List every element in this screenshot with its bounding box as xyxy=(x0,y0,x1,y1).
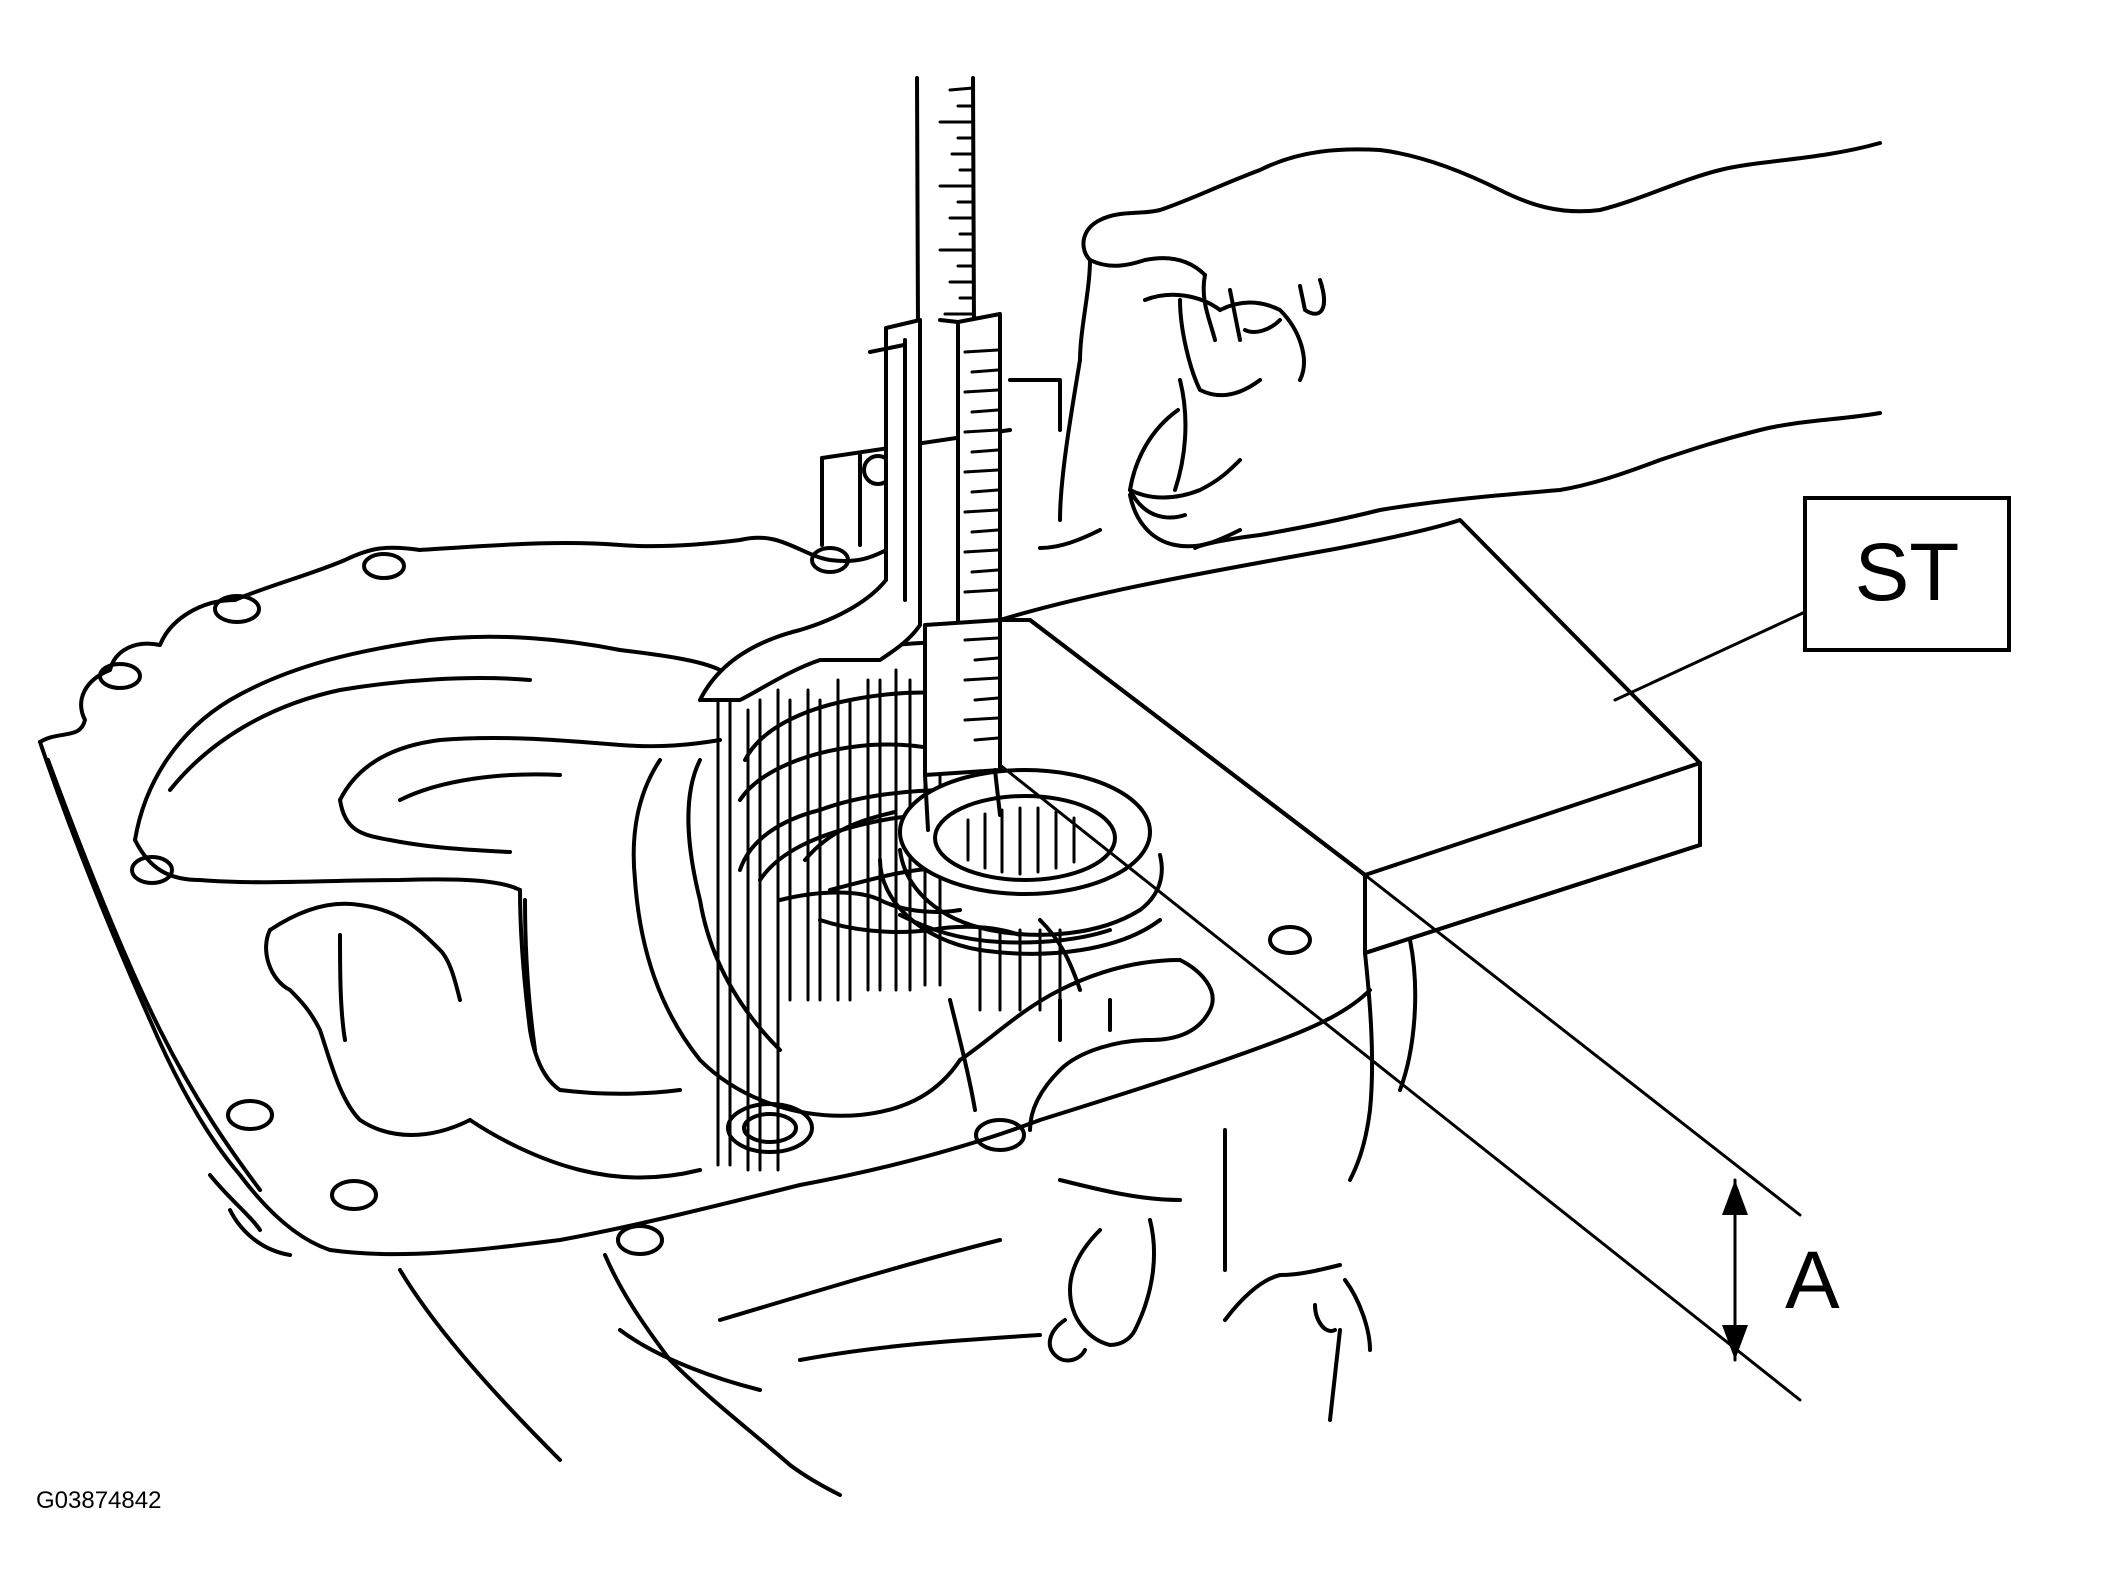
bolt-hole xyxy=(98,662,142,690)
special-tool-bar xyxy=(998,518,1702,955)
bolt-hole xyxy=(226,1099,274,1131)
arrowhead-up xyxy=(1722,1180,1748,1215)
hand xyxy=(1038,141,1882,550)
vernier-scale-ticks xyxy=(963,348,1000,594)
bolt-hole xyxy=(974,1118,1026,1152)
st-label: ST xyxy=(1855,527,1960,618)
case-outer-flange xyxy=(38,535,1372,1257)
figure-code: G03874842 xyxy=(36,1487,161,1514)
bolt-hole xyxy=(362,552,406,580)
case-right-housing xyxy=(398,938,1418,1497)
case-inner-cavity xyxy=(133,634,722,1180)
boss-hole-inner xyxy=(742,1112,798,1144)
drum-splines xyxy=(716,668,1062,1172)
bolt-hole xyxy=(1268,925,1312,955)
st-callout: ST xyxy=(1613,496,2011,702)
bolt-hole xyxy=(330,1179,378,1211)
bolt-hole xyxy=(810,546,850,574)
measurement-lines xyxy=(998,763,1802,1402)
bolt-hole xyxy=(130,855,174,885)
bolt-hole xyxy=(616,1224,664,1256)
main-scale-ticks xyxy=(938,86,975,316)
st-label-box xyxy=(1803,496,2011,652)
bearing-race xyxy=(878,768,1164,956)
depth-gauge xyxy=(698,76,1002,832)
rod-scale-ticks xyxy=(963,636,1000,742)
bolt-hole xyxy=(213,594,261,624)
arrowhead-down xyxy=(1722,1325,1748,1360)
dimension-a-label: A xyxy=(1785,1235,1840,1326)
gauge-mount-block xyxy=(820,378,1062,547)
